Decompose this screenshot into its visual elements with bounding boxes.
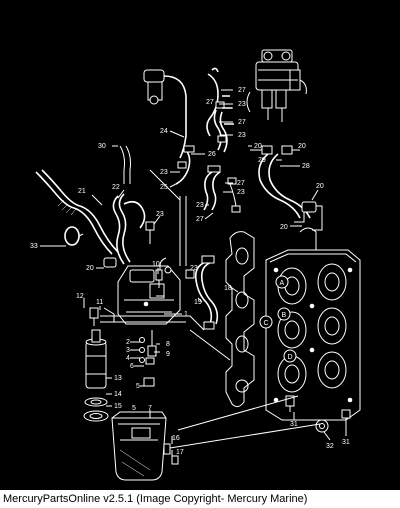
fasteners-31-32 bbox=[285, 395, 351, 433]
leader-lines bbox=[40, 89, 347, 456]
callout-20: 20 bbox=[298, 143, 306, 150]
connection-lines bbox=[149, 169, 321, 449]
marker-a: A bbox=[280, 280, 285, 287]
callout-23: 23 bbox=[160, 169, 168, 176]
parts-diagram: A B C D bbox=[30, 49, 361, 481]
cylinder-block bbox=[265, 227, 361, 421]
hose-21 bbox=[35, 169, 119, 255]
callout-29: 29 bbox=[258, 157, 266, 164]
callout-26: 26 bbox=[208, 151, 216, 158]
callout-6: 6 bbox=[130, 363, 134, 370]
callout-27: 27 bbox=[196, 216, 204, 223]
callout-23: 23 bbox=[237, 189, 245, 196]
sensor-8-9 bbox=[145, 330, 157, 365]
bracket-11 bbox=[103, 307, 115, 322]
callout-21: 21 bbox=[78, 188, 86, 195]
fitting-20-right bbox=[294, 201, 323, 231]
strainer-15 bbox=[83, 410, 109, 422]
callout-28: 28 bbox=[302, 163, 310, 170]
fitting-23-left bbox=[145, 221, 155, 244]
callout-30: 30 bbox=[98, 143, 106, 150]
callout-22: 22 bbox=[112, 184, 120, 191]
callout-2: 2 bbox=[126, 339, 130, 346]
callout-13: 13 bbox=[114, 375, 122, 382]
callout-31: 31 bbox=[290, 421, 298, 428]
fuel-rail-assembly bbox=[246, 49, 307, 122]
fuel-module bbox=[117, 257, 181, 325]
hose-19 bbox=[194, 255, 219, 330]
copyright-caption: MercuryPartsOnline v2.5.1 (Image Copyrig… bbox=[0, 490, 400, 508]
callout-5: 5 bbox=[136, 383, 140, 390]
fitting-23-center bbox=[185, 269, 195, 279]
callout-15: 15 bbox=[114, 403, 122, 410]
marker-b: B bbox=[282, 312, 287, 319]
callout-23: 23 bbox=[238, 101, 246, 108]
callout-10: 10 bbox=[152, 261, 160, 268]
callout-12: 12 bbox=[76, 293, 84, 300]
callout-8: 8 bbox=[166, 341, 170, 348]
callout-1: 1 bbox=[184, 311, 188, 318]
fuel-pump-13 bbox=[85, 329, 107, 389]
vent-hoses-middle bbox=[203, 165, 241, 213]
hose-22 bbox=[112, 193, 146, 265]
callout-25: 25 bbox=[160, 184, 168, 191]
pressure-regulator bbox=[143, 67, 219, 159]
callout-labels: 27 27 23 27 23 24 26 23 25 27 23 23 27 2… bbox=[30, 87, 350, 456]
callout-20: 20 bbox=[280, 224, 288, 231]
callout-23: 23 bbox=[196, 202, 204, 209]
callout-5: 5 bbox=[132, 405, 136, 412]
line-30 bbox=[119, 145, 131, 184]
seal-14 bbox=[84, 397, 108, 407]
callout-7: 7 bbox=[148, 405, 152, 412]
callout-24: 24 bbox=[160, 128, 168, 135]
clamp-33 bbox=[64, 226, 84, 246]
callout-16: 16 bbox=[172, 435, 180, 442]
marker-d: D bbox=[288, 354, 293, 361]
callout-11: 11 bbox=[96, 299, 103, 306]
screw-10 bbox=[155, 269, 163, 288]
callout-23: 23 bbox=[156, 211, 164, 218]
marker-group: A B C D bbox=[259, 275, 297, 363]
marker-c: C bbox=[264, 320, 269, 327]
filter-12 bbox=[89, 307, 99, 326]
callout-20: 20 bbox=[254, 143, 262, 150]
callout-33: 33 bbox=[30, 243, 38, 250]
callout-27: 27 bbox=[238, 119, 246, 126]
callout-27: 27 bbox=[238, 87, 246, 94]
callout-14: 14 bbox=[114, 391, 122, 398]
callout-4: 4 bbox=[126, 355, 130, 362]
fuel-reservoir bbox=[111, 411, 179, 481]
callout-23: 23 bbox=[190, 265, 198, 272]
callout-18: 18 bbox=[224, 285, 232, 292]
callout-32: 32 bbox=[326, 443, 334, 450]
callout-27: 27 bbox=[237, 180, 245, 187]
callout-20: 20 bbox=[86, 265, 94, 272]
callout-27: 27 bbox=[206, 99, 214, 106]
callout-9: 9 bbox=[166, 351, 170, 358]
callout-31: 31 bbox=[342, 439, 350, 446]
intake-manifold bbox=[225, 231, 255, 408]
clip-5 bbox=[143, 377, 155, 387]
small-parts-2-3-4 bbox=[139, 337, 145, 363]
fitting-20-left bbox=[103, 257, 117, 268]
callout-20: 20 bbox=[316, 183, 324, 190]
callout-19: 19 bbox=[194, 299, 202, 306]
callout-17: 17 bbox=[176, 449, 184, 456]
callout-3: 3 bbox=[126, 347, 130, 354]
callout-23: 23 bbox=[238, 132, 246, 139]
